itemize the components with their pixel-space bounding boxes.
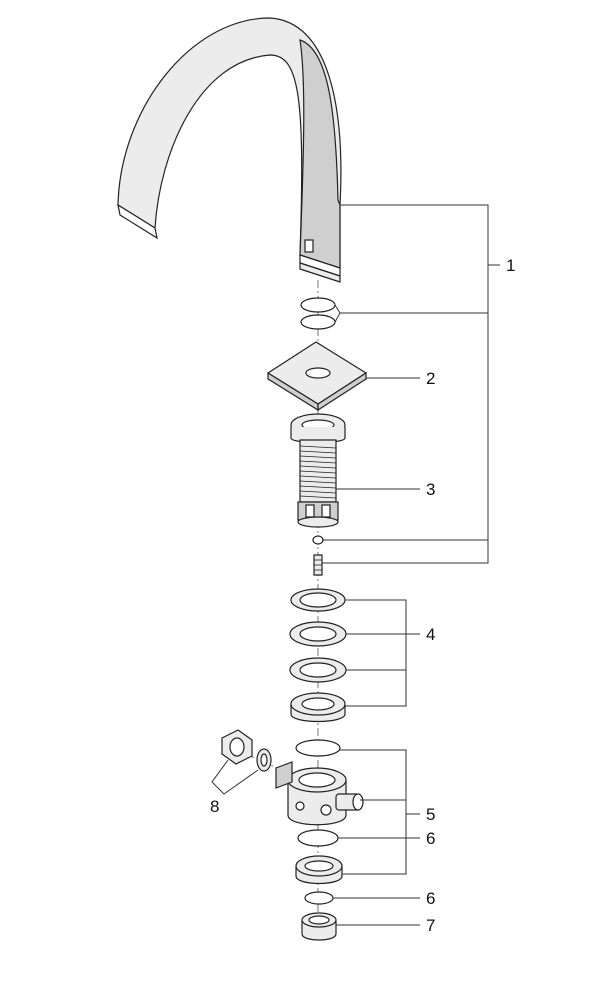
threaded-shank-icon	[290, 413, 346, 528]
hex-nut-icon	[295, 855, 343, 885]
side-washer-icon	[256, 748, 272, 772]
o-ring-icon	[304, 891, 334, 905]
o-ring-icon	[300, 314, 336, 330]
o-ring-icon	[295, 739, 341, 757]
callout-1: 1	[506, 256, 515, 275]
callout-5: 5	[426, 805, 435, 824]
washer-ring-icon	[289, 657, 347, 683]
set-screw-icon	[313, 554, 323, 576]
valve-body-icon	[275, 761, 364, 826]
spout-icon	[117, 17, 342, 283]
side-nut-icon	[221, 729, 253, 765]
washer-ring-icon	[290, 588, 346, 612]
callout-8: 8	[210, 797, 219, 816]
callout-6-upper: 6	[426, 829, 435, 848]
callout-4: 4	[426, 625, 435, 644]
callout-2: 2	[426, 369, 435, 388]
washer-ring-icon	[289, 621, 347, 647]
callout-3: 3	[426, 480, 435, 499]
small-ring-icon	[312, 535, 324, 545]
filter-cap-icon	[301, 912, 337, 941]
leader-lines	[211, 204, 500, 926]
cover-plate-icon	[267, 341, 367, 412]
callout-7: 7	[426, 916, 435, 935]
callout-6-lower: 6	[426, 889, 435, 908]
hex-nut-icon	[290, 692, 346, 723]
o-ring-icon	[300, 297, 336, 313]
o-ring-icon	[297, 829, 339, 847]
